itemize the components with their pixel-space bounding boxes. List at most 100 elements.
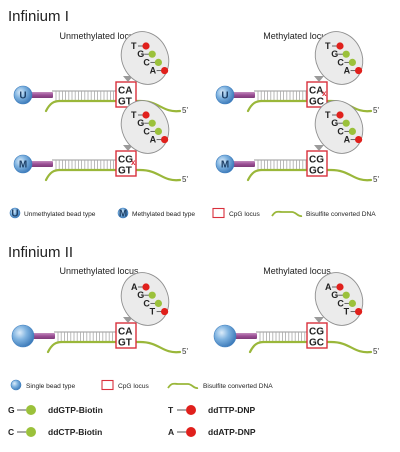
bead-sphere [10,379,22,391]
key-label: ddGTP-Biotin [48,405,103,415]
legend-cpg-box-icon [212,207,225,219]
nucleotide-letter: T [325,41,331,51]
nucleotide-letter: G [137,118,144,128]
key-letter: C [8,427,14,437]
infinium1-row2-left-bead: M [13,154,33,174]
probe-bases-top: CA [309,86,323,97]
infinium2-col-left-title: Unmethylated locus [59,266,139,276]
bead-sphere [9,207,21,219]
nucleotide-letter: C [337,298,344,308]
bead-sphere [213,324,237,348]
cpg-locus-box [115,322,137,349]
extension-arrowhead [314,145,324,151]
extension-arrowhead [314,76,324,82]
legend-cpg-label: CpG locus [229,211,260,218]
legend-unmethylated-bead-icon: U [9,207,21,220]
probe-linker [235,333,257,339]
nucleotide-letter: T [150,307,156,317]
biotin-dot-icon [26,427,36,437]
dnp-label-dot [336,111,344,119]
nucleotide-letter: G [331,290,338,300]
legend-cpg-label: CpG locus [118,383,149,390]
biotin-label-dot [148,119,156,127]
target-dna-strand [246,99,373,113]
probe-bases-top: CG [118,155,133,166]
nucleotide-letter: C [143,126,150,136]
five-prime-label: 5' [182,175,188,184]
key-label: ddCTP-Biotin [48,427,102,437]
legend-cpg-box-icon [101,379,114,391]
dnp-label-dot [161,308,169,316]
biotin-label-dot [342,291,350,299]
bead-sphere [215,85,235,105]
nucleotide-letter: A [131,282,138,292]
biotin-label-dot [154,127,162,135]
target-bases-bottom: GC [309,338,324,349]
legend-dna-label: Bisulfite converted DNA [306,211,376,218]
extension-arrowhead [123,145,133,151]
target-bases-bottom: GT [118,97,132,108]
mismatch-mark: x [131,158,136,167]
legend-dna-icon [167,382,199,390]
target-bases-bottom: GT [118,166,132,177]
biotin-label-dot [348,127,356,135]
biotin-label-dot [348,58,356,66]
nucleotide-letter: T [131,110,137,120]
infinium1-row1-left-bead: U [13,85,33,105]
dnp-label-dot [355,67,363,75]
nucleotide-letter: A [344,135,351,145]
target-dna-strand [44,168,182,182]
infinium2-left-bead [11,324,35,348]
dnp-label-dot [355,136,363,144]
target-dna-strand [248,340,373,354]
bead-sphere [13,85,33,105]
nucleotide-letter: T [325,110,331,120]
key-letter: T [168,405,174,415]
probe-bases-top: CG [309,327,324,338]
nucleotide-letter: C [337,126,344,136]
five-prime-label: 5' [373,106,379,115]
infinium1-col-right-title: Methylated locus [263,31,331,41]
extension-arrowhead [123,317,133,323]
key-label: ddATP-DNP [208,427,256,437]
nucleotide-bubble [120,31,170,85]
bead-letter: M [119,209,127,220]
nucleotide-letter: C [143,298,150,308]
nucleotide-bubble [314,31,364,85]
biotin-label-dot [148,291,156,299]
infinium1-col-left-title: Unmethylated locus [59,31,139,41]
infinium1-title: Infinium I [8,8,69,25]
nucleotide-letter: G [137,290,144,300]
biotin-label-dot [342,119,350,127]
nucleotide-letter: G [331,118,338,128]
probe-bases-top: CA [118,86,132,97]
infinium1-row1-right-bead: U [215,85,235,105]
five-prime-label: 5' [182,106,188,115]
bead-letter: U [19,91,26,102]
nucleotide-letter: T [344,307,350,317]
nucleotide-letter: A [150,66,157,76]
cpg-locus-box [306,81,328,108]
dnp-label-dot [142,42,150,50]
nucleotide-bubble [120,272,170,326]
nucleotide-bubble [314,100,364,154]
dnp-label-dot [142,111,150,119]
five-prime-label: 5' [182,347,188,356]
legend-dna-label: Bisulfite converted DNA [203,383,273,390]
bead-letter: M [221,160,229,171]
dnp-label-dot [336,42,344,50]
nucleotide-letter: C [143,57,150,67]
dnp-dot-icon [186,427,196,437]
infinium2-title: Infinium II [8,244,73,261]
nucleotide-bubble [314,272,364,326]
nucleotide-letter: A [150,135,157,145]
legend-unmethylated-bead-label: Unmethylated bead type [24,211,96,218]
key-letter: A [168,427,174,437]
biotin-label-dot [348,299,356,307]
legend-single-bead-icon [10,379,22,391]
probe-bases-top: CA [118,327,132,338]
